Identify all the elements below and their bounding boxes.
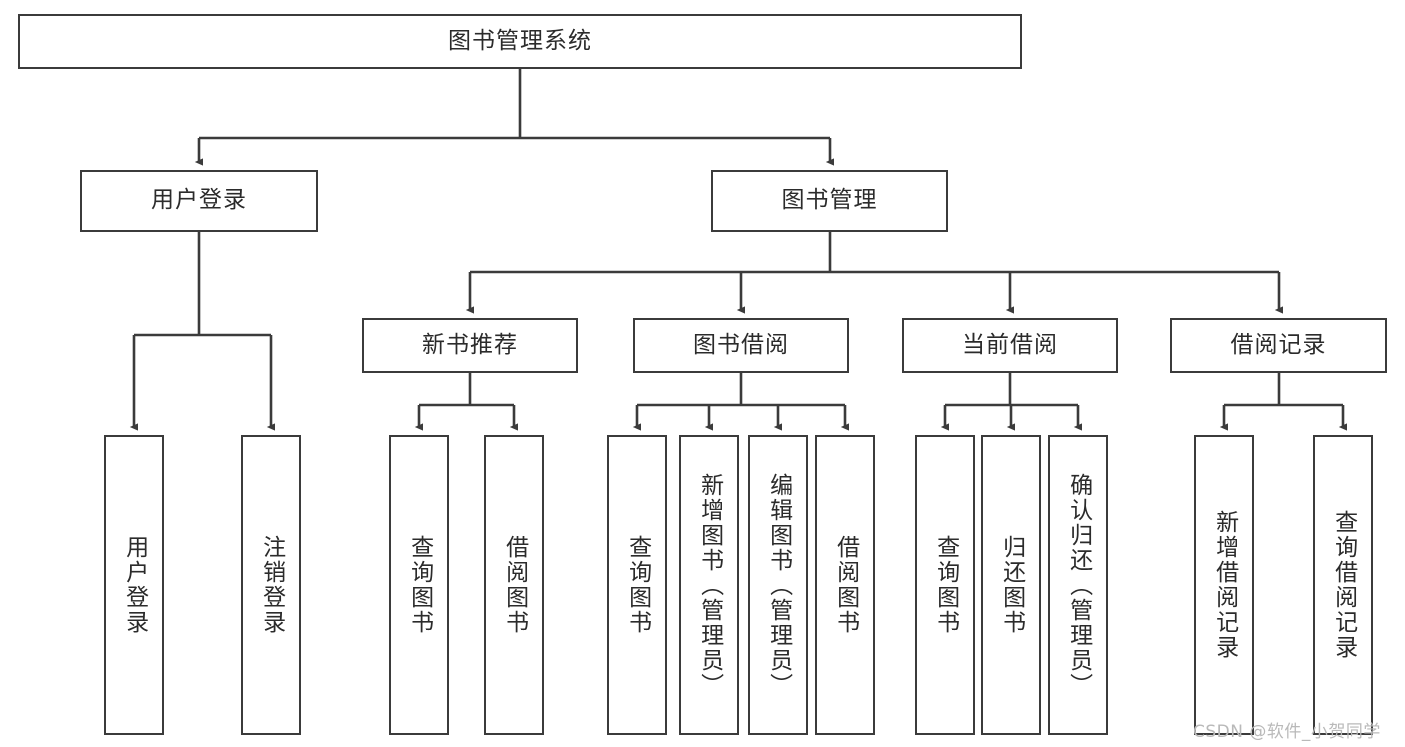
leaf-node-label: 用户登录 <box>121 535 148 635</box>
node-root-label: 图书管理系统 <box>448 27 592 54</box>
node-book-borrow-label: 图书借阅 <box>693 331 789 358</box>
node-book-borrow[interactable]: 图书借阅 <box>633 318 849 373</box>
leaf-node-label: 编辑图书（管理员） <box>765 472 792 698</box>
leaf-node[interactable]: 注销登录 <box>241 435 301 735</box>
leaf-node[interactable]: 借阅图书 <box>815 435 875 735</box>
leaf-node[interactable]: 归还图书 <box>981 435 1041 735</box>
leaf-node[interactable]: 查询借阅记录 <box>1313 435 1373 735</box>
node-book-management[interactable]: 图书管理 <box>711 170 948 232</box>
leaf-node-label: 查询图书 <box>932 535 959 635</box>
node-user-login[interactable]: 用户登录 <box>80 170 318 232</box>
leaf-node[interactable]: 查询图书 <box>607 435 667 735</box>
leaf-node[interactable]: 新增图书（管理员） <box>679 435 739 735</box>
node-current-borrow-label: 当前借阅 <box>962 331 1058 358</box>
node-new-book-recommend-label: 新书推荐 <box>422 331 518 358</box>
node-user-login-label: 用户登录 <box>151 187 247 214</box>
leaf-node-label: 注销登录 <box>258 535 285 635</box>
node-root[interactable]: 图书管理系统 <box>18 14 1022 69</box>
node-borrow-record[interactable]: 借阅记录 <box>1170 318 1387 373</box>
leaf-node-label: 新增借阅记录 <box>1211 510 1238 660</box>
node-current-borrow[interactable]: 当前借阅 <box>902 318 1118 373</box>
leaf-node-label: 查询图书 <box>406 535 433 635</box>
leaf-node[interactable]: 确认归还（管理员） <box>1048 435 1108 735</box>
leaf-node-label: 查询图书 <box>624 535 651 635</box>
leaf-node[interactable]: 借阅图书 <box>484 435 544 735</box>
leaf-node[interactable]: 新增借阅记录 <box>1194 435 1254 735</box>
leaf-node-label: 借阅图书 <box>501 535 528 635</box>
leaf-node[interactable]: 查询图书 <box>915 435 975 735</box>
node-borrow-record-label: 借阅记录 <box>1230 331 1327 358</box>
node-book-management-label: 图书管理 <box>781 187 878 214</box>
leaf-node-label: 新增图书（管理员） <box>696 472 723 698</box>
leaf-node[interactable]: 编辑图书（管理员） <box>748 435 808 735</box>
csdn-watermark: CSDN @软件_小贺同学 <box>1193 722 1381 742</box>
leaf-node[interactable]: 查询图书 <box>389 435 449 735</box>
leaf-node-label: 确认归还（管理员） <box>1065 472 1092 698</box>
leaf-node-label: 借阅图书 <box>832 535 859 635</box>
node-new-book-recommend[interactable]: 新书推荐 <box>362 318 578 373</box>
leaf-node-label: 归还图书 <box>998 535 1025 635</box>
leaf-node-label: 查询借阅记录 <box>1330 510 1357 660</box>
leaf-node[interactable]: 用户登录 <box>104 435 164 735</box>
